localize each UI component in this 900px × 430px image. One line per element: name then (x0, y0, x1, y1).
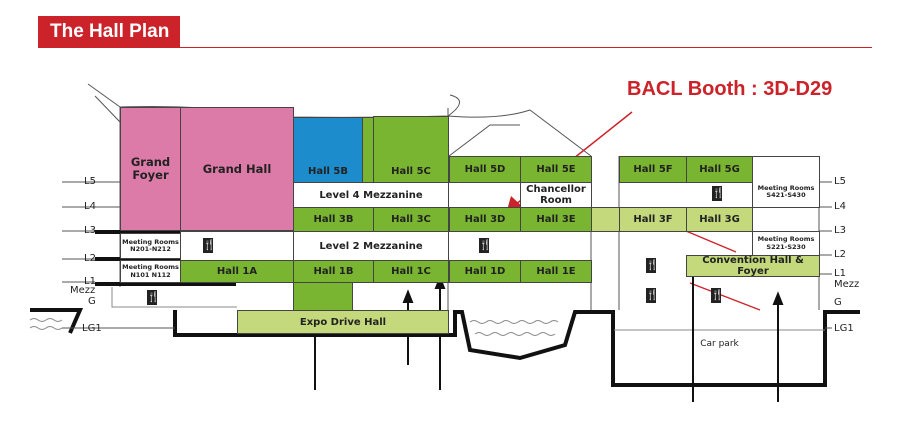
level-label: Mezz (834, 279, 860, 290)
light-green-connector (591, 207, 620, 232)
level-label: L3 (834, 225, 846, 236)
hall-3c[interactable]: Hall 3C (373, 207, 449, 232)
fork-knife-icon: 🍴 (712, 186, 725, 201)
grand-foyer[interactable]: Grand Foyer (120, 107, 181, 231)
level-label: LG1 (834, 323, 854, 334)
hall-1d[interactable]: Hall 1D (449, 260, 521, 283)
hall-1c[interactable]: Hall 1C (373, 260, 449, 283)
hall-1b[interactable]: Hall 1B (293, 260, 374, 283)
fork-knife-icon: 🍴 (711, 288, 724, 303)
car-park[interactable]: Car park (700, 339, 739, 350)
expo-drive-hall[interactable]: Expo Drive Hall (237, 310, 449, 334)
level-2-mezzanine[interactable]: Level 2 Mezzanine (293, 231, 449, 261)
meeting-rooms-n101[interactable]: Meeting Rooms N101 N112 (120, 260, 181, 283)
level-label: L5 (834, 176, 846, 187)
level-label: LG1 (82, 323, 102, 334)
hall-5f[interactable]: Hall 5F (619, 156, 687, 183)
fork-knife-icon: 🍴 (203, 238, 216, 253)
level-4-mezzanine[interactable]: Level 4 Mezzanine (293, 182, 449, 208)
hall-5d[interactable]: Hall 5D (449, 156, 521, 183)
hall-5b[interactable]: Hall 5B (293, 117, 363, 183)
chancellor-room[interactable]: Chancellor Room (520, 182, 592, 208)
level-label: Mezz (70, 285, 96, 296)
fork-knife-icon: 🍴 (646, 258, 659, 273)
hall-1e[interactable]: Hall 1E (520, 260, 592, 283)
level-label: L2 (834, 249, 846, 260)
hall-3f[interactable]: Hall 3F (619, 207, 687, 232)
level-label: G (88, 296, 96, 307)
level-label: L4 (84, 201, 96, 212)
meeting-rooms-s421[interactable]: Meeting Rooms S421-S430 (752, 156, 820, 208)
hall-5g[interactable]: Hall 5G (686, 156, 753, 183)
level-label: L1 (84, 276, 96, 287)
grand-hall[interactable]: Grand Hall (180, 107, 294, 231)
level-label: L1 (834, 268, 846, 279)
hall-5e[interactable]: Hall 5E (520, 156, 592, 183)
convention-hall-foyer[interactable]: Convention Hall & Foyer (686, 255, 820, 277)
booth-label: BACL Booth : 3D-D29 (627, 78, 833, 100)
level-label: L5 (84, 176, 96, 187)
hall-3d[interactable]: Hall 3D (449, 207, 521, 232)
hall-3g[interactable]: Hall 3G (686, 207, 753, 232)
level-label: G (834, 297, 842, 308)
section-title: The Hall Plan : (38, 16, 180, 74)
hall-5c[interactable]: Hall 5C (373, 116, 449, 183)
meeting-rooms-s221[interactable]: Meeting Rooms S221-S230 (752, 231, 820, 256)
dining-area (180, 231, 294, 261)
title-rule (38, 47, 872, 48)
level-label: L3 (84, 225, 96, 236)
hall-1a[interactable]: Hall 1A (180, 260, 294, 283)
level-label: L4 (834, 201, 846, 212)
fork-knife-icon: 🍴 (147, 290, 160, 305)
meeting-rooms-n201[interactable]: Meeting Rooms N201-N212 (120, 233, 181, 259)
level-label: L2 (84, 253, 96, 264)
hall-1b-lower (293, 282, 353, 311)
fork-knife-icon: 🍴 (646, 288, 659, 303)
hall-3e[interactable]: Hall 3E (520, 207, 592, 232)
hall-3b[interactable]: Hall 3B (293, 207, 374, 232)
fork-knife-icon: 🍴 (479, 238, 492, 253)
